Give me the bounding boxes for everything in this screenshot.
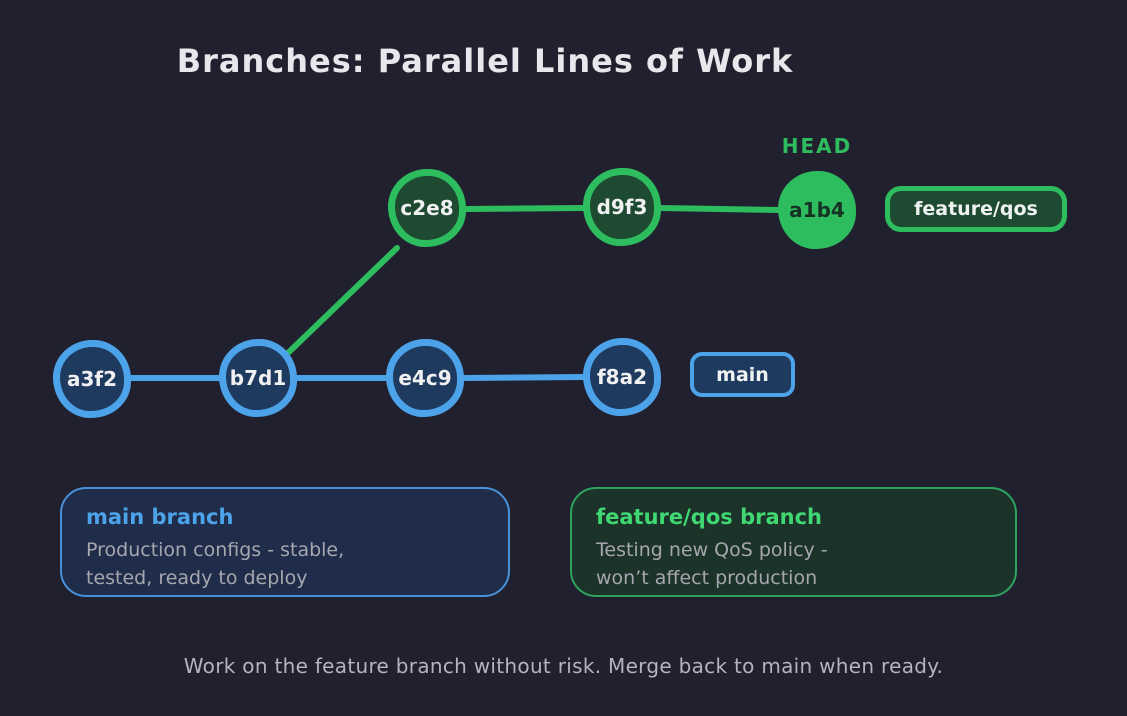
connector-c2e8-d9f3 <box>463 205 587 212</box>
branch-label-feature-qos: feature/qos <box>885 186 1067 232</box>
commit-hash: b7d1 <box>229 366 287 390</box>
branch-label-text: feature/qos <box>914 198 1038 220</box>
footer-caption: Work on the feature branch without risk.… <box>183 654 944 678</box>
main-branch-info-line2: tested, ready to deploy <box>86 567 308 589</box>
commit-node-d9f3: d9f3 <box>583 168 661 246</box>
commit-hash: a1b4 <box>789 198 845 222</box>
feature-branch-info-line2: won’t affect production <box>596 567 818 589</box>
feature-branch-info-heading: feature/qos branch <box>596 505 822 529</box>
commit-hash: f8a2 <box>596 365 648 389</box>
commit-node-a3f2: a3f2 <box>53 340 131 418</box>
commit-node-b7d1: b7d1 <box>219 339 297 417</box>
head-label: HEAD <box>781 134 853 158</box>
connector-d9f3-a1b4 <box>658 205 782 213</box>
commit-hash: e4c9 <box>398 366 452 390</box>
branch-label-main: main <box>690 352 795 397</box>
connector-b7d1-c2e8-branch <box>286 245 400 355</box>
commit-node-c2e8: c2e8 <box>388 169 466 247</box>
commit-node-e4c9: e4c9 <box>386 339 464 417</box>
main-branch-info-line1: Production configs - stable, <box>86 539 345 561</box>
connector-e4c9-f8a2 <box>461 374 587 381</box>
main-branch-info-box: main branch Production configs - stable,… <box>60 487 510 597</box>
diagram-title: Branches: Parallel Lines of Work <box>176 42 794 80</box>
main-branch-info-heading: main branch <box>86 505 234 529</box>
feature-branch-info-box: feature/qos branch Testing new QoS polic… <box>570 487 1017 597</box>
commit-node-a1b4-head: a1b4 <box>778 171 856 249</box>
commit-hash: a3f2 <box>66 367 118 391</box>
feature-branch-info-line1: Testing new QoS policy - <box>596 539 828 561</box>
commit-hash: c2e8 <box>400 196 454 220</box>
commit-node-f8a2: f8a2 <box>583 338 661 416</box>
commit-hash: d9f3 <box>596 195 648 219</box>
branch-label-text: main <box>716 363 769 386</box>
